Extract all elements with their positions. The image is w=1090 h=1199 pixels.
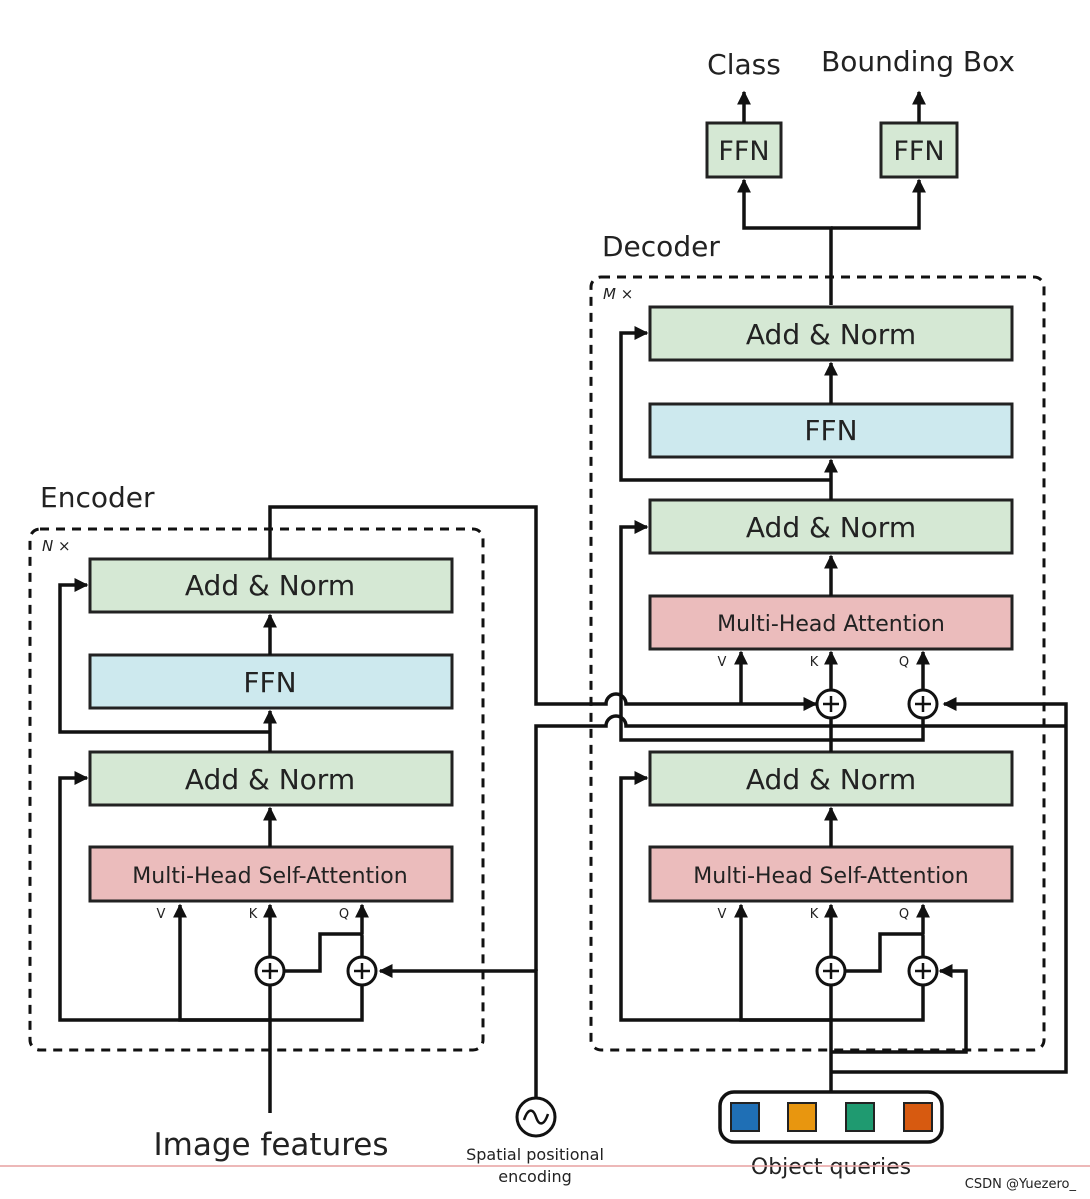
encoder-add-norm-bottom-label: Add & Norm xyxy=(185,763,355,796)
decoder-title: Decoder xyxy=(602,230,720,263)
watermark: CSDN @Yuezero_ xyxy=(965,1177,1077,1192)
decoder-cross-k-plus xyxy=(815,688,847,720)
decoder-cross-v-label: V xyxy=(718,655,727,670)
encoder-q-plus xyxy=(346,955,378,987)
bbox-ffn-label: FFN xyxy=(893,136,944,167)
spatial-encoding-label-line2: encoding xyxy=(498,1167,571,1186)
object-queries-label: Object queries xyxy=(751,1155,911,1180)
encoder-ffn: FFN xyxy=(88,653,454,710)
decoder-cross-q-label: Q xyxy=(899,655,909,670)
decoder-add-norm-bottom-label: Add & Norm xyxy=(746,763,916,796)
class-ffn-box: FFN xyxy=(705,121,783,179)
encoder-k-plus xyxy=(254,955,286,987)
spatial-encoding-label-line1: Spatial positional xyxy=(466,1145,604,1164)
object-query-swatch xyxy=(730,1102,760,1132)
decoder-add-norm-top: Add & Norm xyxy=(648,305,1014,362)
spatial-encoding-icon xyxy=(515,1096,557,1138)
encoder-wires xyxy=(58,505,1066,1113)
decoder-add-norm-bottom: Add & Norm xyxy=(648,750,1014,807)
decoder-add-norm-mid-label: Add & Norm xyxy=(746,511,916,544)
object-queries-container xyxy=(718,1090,944,1144)
bounding-box-label: Bounding Box xyxy=(821,45,1015,78)
encoder-self-attention-label: Multi-Head Self-Attention xyxy=(132,864,407,889)
encoder-add-norm-top: Add & Norm xyxy=(88,557,454,614)
decoder-cross-attention: Multi-Head Attention xyxy=(648,594,1014,651)
object-query-swatch xyxy=(787,1102,817,1132)
decoder-self-attention-label: Multi-Head Self-Attention xyxy=(693,864,968,889)
encoder-add-norm-bottom: Add & Norm xyxy=(88,750,454,807)
encoder-self-attention: Multi-Head Self-Attention xyxy=(88,845,454,903)
decoder-dashed-frame xyxy=(589,275,1046,1052)
class-ffn-label: FFN xyxy=(718,136,769,167)
bbox-ffn-box: FFN xyxy=(879,121,959,179)
decoder-repeat-label: M × xyxy=(603,285,633,303)
encoder-q-label: Q xyxy=(339,907,349,922)
object-query-swatch xyxy=(845,1102,875,1132)
output-arrows xyxy=(737,90,926,305)
decoder-cross-k-label: K xyxy=(810,655,819,670)
decoder-ffn: FFN xyxy=(648,402,1014,459)
decoder-self-attention: Multi-Head Self-Attention xyxy=(648,845,1014,903)
decoder-self-k-plus xyxy=(815,955,847,987)
decoder-self-v-label: V xyxy=(718,907,727,922)
decoder-cross-q-plus xyxy=(907,688,939,720)
decoder-wires xyxy=(619,326,1068,1092)
encoder-repeat-label: N × xyxy=(42,537,71,555)
encoder-title: Encoder xyxy=(40,481,155,514)
encoder-dashed-frame xyxy=(28,527,485,1052)
class-label: Class xyxy=(707,48,781,81)
decoder-self-k-label: K xyxy=(810,907,819,922)
decoder-self-q-label: Q xyxy=(899,907,909,922)
encoder-v-label: V xyxy=(157,907,166,922)
decoder-ffn-label: FFN xyxy=(804,414,857,447)
decoder-add-norm-top-label: Add & Norm xyxy=(746,318,916,351)
encoder-ffn-label: FFN xyxy=(243,666,296,699)
encoder-k-label: K xyxy=(249,907,258,922)
decoder-cross-attention-label: Multi-Head Attention xyxy=(717,612,945,637)
decoder-add-norm-mid: Add & Norm xyxy=(648,498,1014,555)
image-features-label: Image features xyxy=(153,1127,388,1163)
object-query-swatch xyxy=(903,1102,933,1132)
encoder-add-norm-top-label: Add & Norm xyxy=(185,569,355,602)
decoder-self-q-plus xyxy=(907,955,939,987)
